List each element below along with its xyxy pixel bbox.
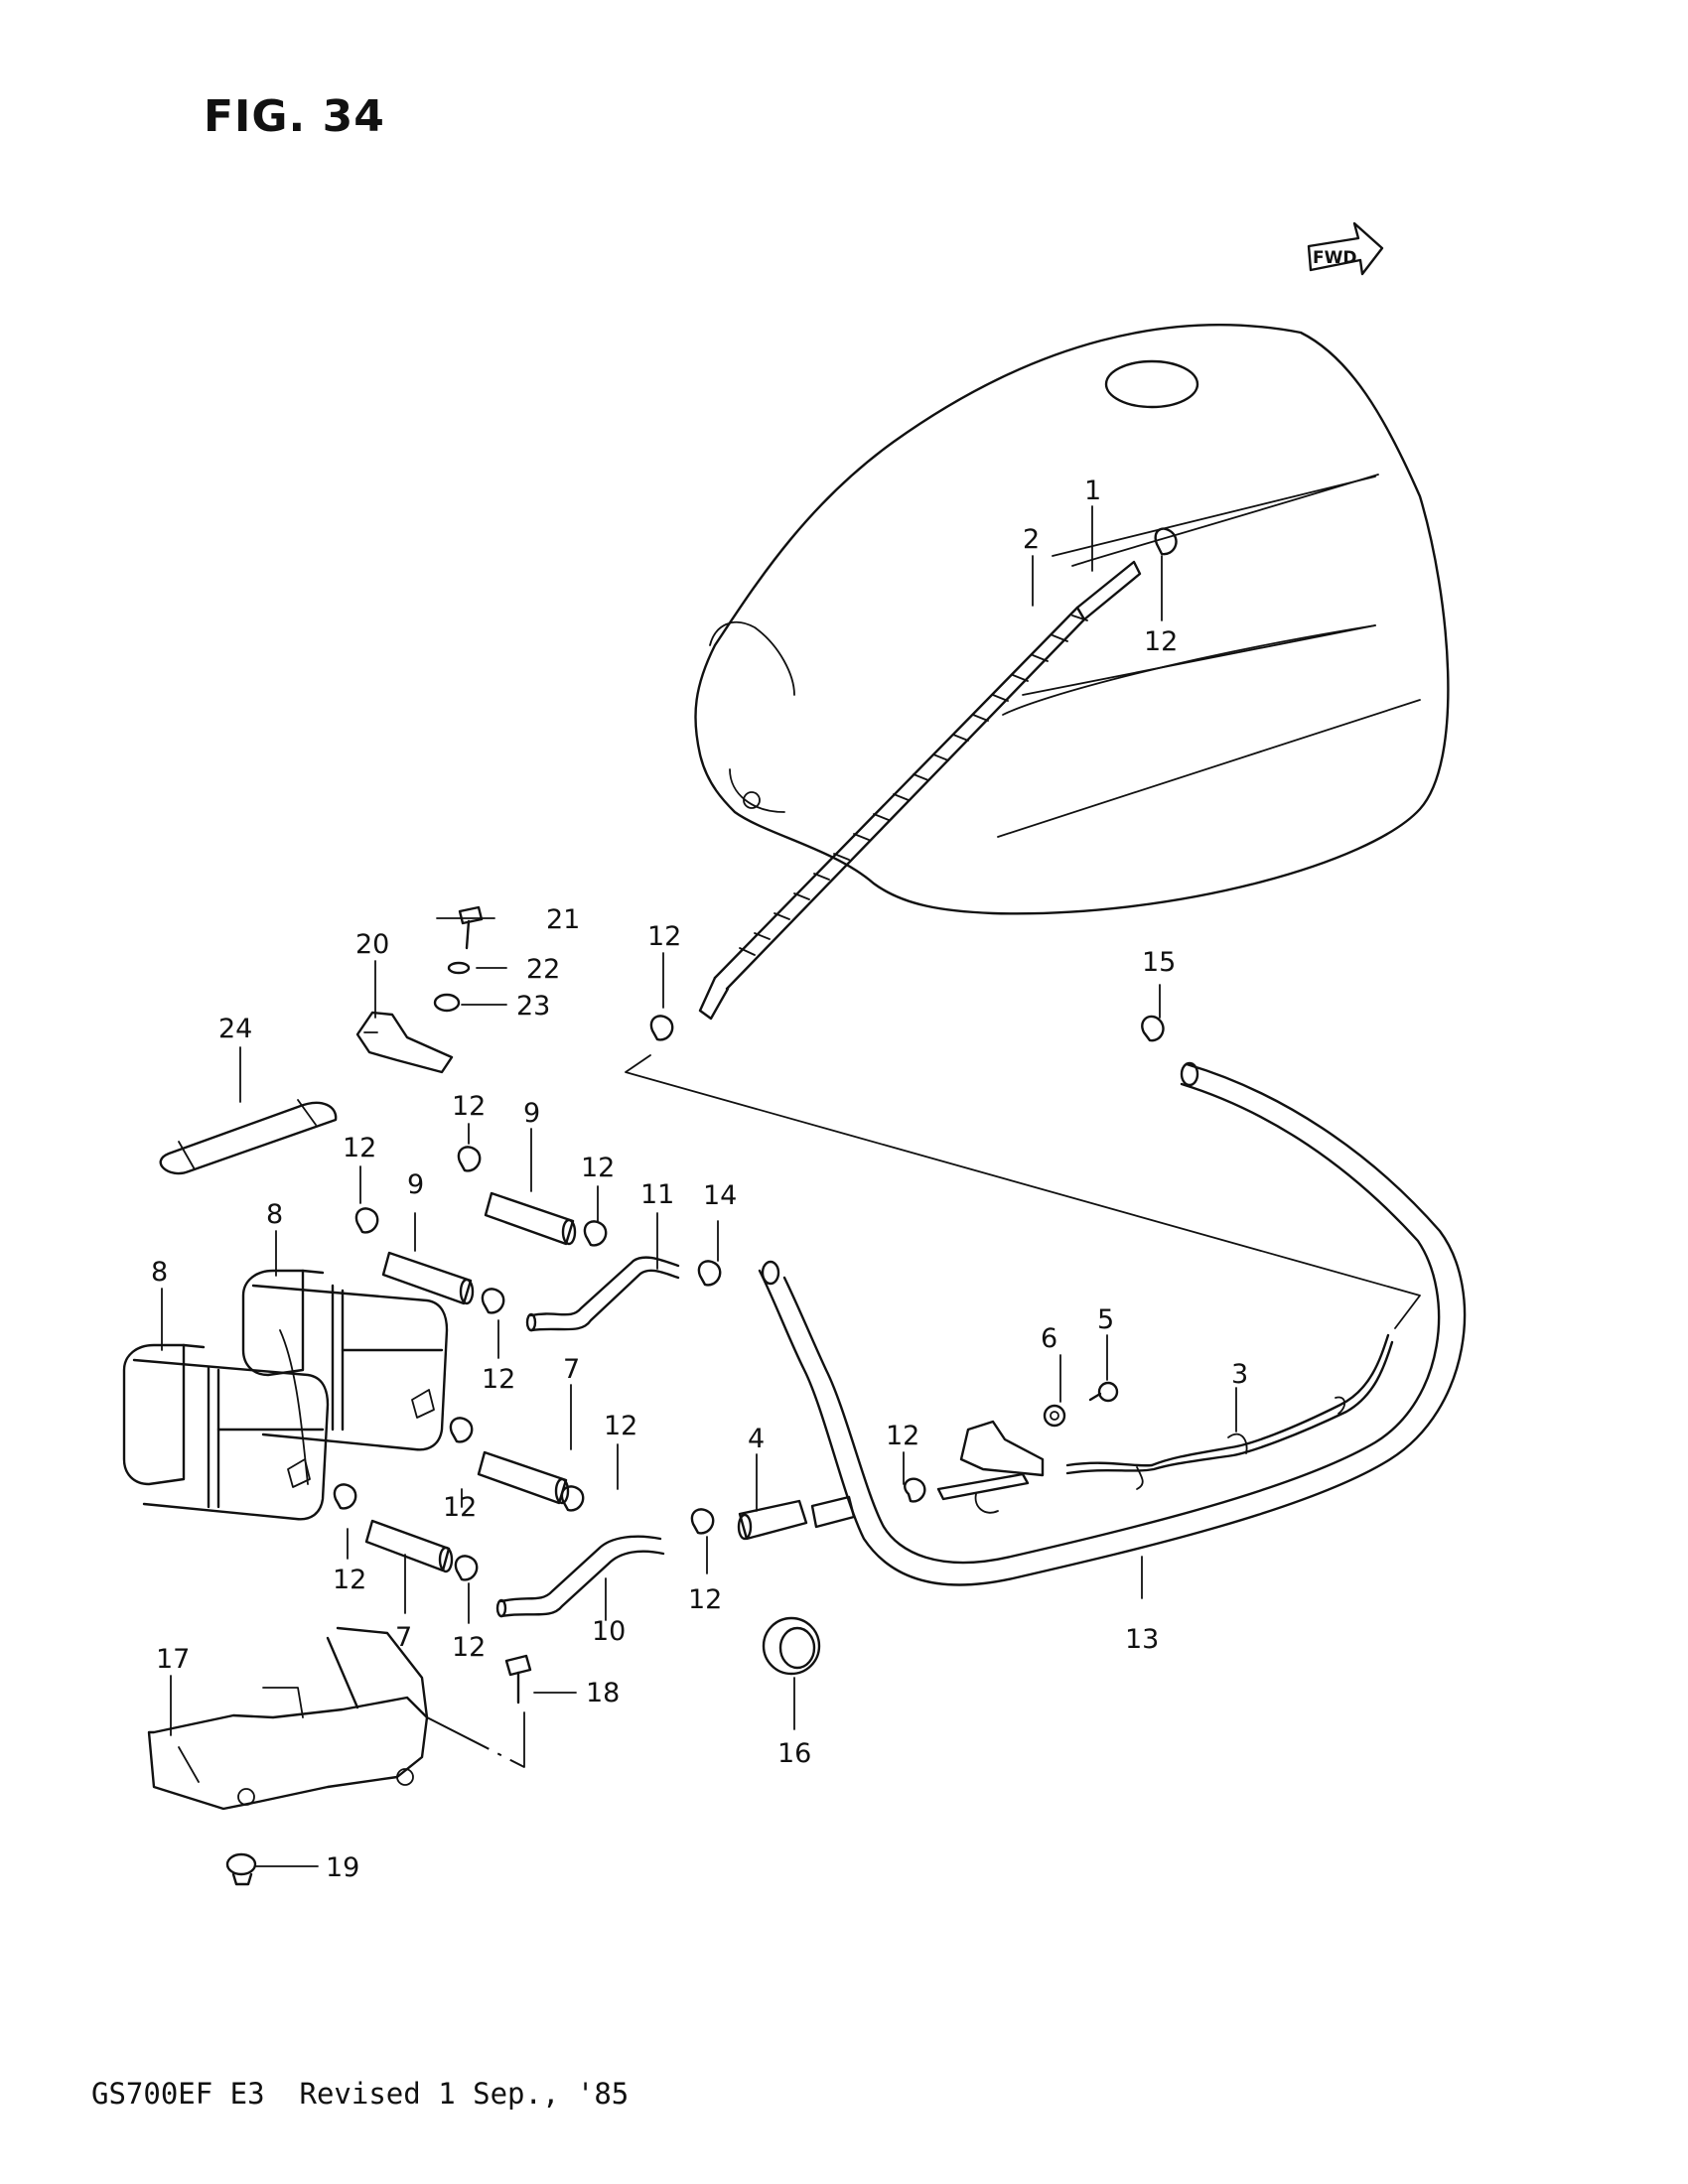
callout-19: 19 (326, 1852, 359, 1883)
callout-18: 18 (586, 1678, 620, 1708)
callout-11: 11 (640, 1179, 674, 1210)
cap-19 (225, 1852, 257, 1886)
hose-7-lower (364, 1519, 454, 1573)
holder-20 (355, 1011, 454, 1074)
fwd-arrow-icon: FWD (1307, 221, 1384, 276)
nut-23 (433, 993, 461, 1013)
clamp-15 (1141, 1015, 1165, 1042)
bolt-18 (504, 1654, 532, 1705)
hose-4 (737, 1495, 856, 1541)
callout-24: 24 (218, 1014, 252, 1044)
pipe-11 (525, 1256, 680, 1332)
callout-14: 14 (703, 1180, 737, 1211)
callout-8-rear: 8 (266, 1199, 283, 1230)
grommet-16 (762, 1616, 821, 1676)
screw-5 (1088, 1381, 1119, 1403)
callout-8-front: 8 (151, 1257, 168, 1288)
clamp-12-right (904, 1477, 926, 1503)
hose-13 (758, 1061, 1467, 1586)
vent-pipe-3 (1065, 1333, 1394, 1490)
callout-labels: 1 2 3 4 5 6 7 7 8 8 9 9 10 11 12 12 12 1… (151, 476, 1248, 1883)
canister-8-rear (241, 1269, 449, 1451)
hose-9-lower (381, 1251, 475, 1305)
hose-7-upper (477, 1450, 570, 1505)
callout-22: 22 (526, 954, 560, 985)
callout-15: 15 (1142, 947, 1176, 978)
callout-9-upper: 9 (523, 1098, 540, 1129)
callout-23: 23 (516, 991, 550, 1022)
callout-10: 10 (592, 1616, 626, 1647)
callout-12-g: 12 (333, 1565, 366, 1595)
callout-12-tank: 12 (1144, 626, 1178, 657)
callout-7-upper: 7 (563, 1354, 580, 1385)
callout-12-e: 12 (604, 1411, 637, 1441)
callout-12-d: 12 (482, 1364, 515, 1395)
hose-protector-2 (698, 606, 1088, 1021)
callout-6: 6 (1041, 1323, 1057, 1354)
clamps-12-left (333, 1015, 674, 1581)
callout-12-a: 12 (452, 1091, 486, 1122)
clamp-12-top (1154, 527, 1178, 556)
callout-5: 5 (1097, 1304, 1114, 1335)
callout-4: 4 (748, 1424, 765, 1454)
callout-16: 16 (777, 1738, 811, 1769)
callout-12-b: 12 (343, 1133, 376, 1163)
washer-22 (447, 961, 471, 975)
canister-8-front (122, 1329, 330, 1521)
callout-12-h: 12 (452, 1632, 486, 1663)
clamp-12-pipe10 (690, 1508, 715, 1535)
fuel-tank (694, 324, 1450, 915)
callout-17: 17 (156, 1644, 190, 1675)
pipe-10 (495, 1535, 665, 1618)
strap-24 (159, 1099, 338, 1175)
revision-footer: GS700EF E3 Revised 1 Sep., '85 (91, 2077, 630, 2111)
canister-bracket-17 (147, 1626, 429, 1811)
callout-3: 3 (1231, 1359, 1248, 1390)
callout-12-j: 12 (886, 1421, 919, 1451)
leader-lines (161, 505, 1237, 1867)
callout-2: 2 (1023, 524, 1040, 555)
clamp-14 (697, 1260, 722, 1287)
callout-12-hose2: 12 (647, 921, 681, 952)
bracket-fitting (936, 1420, 1045, 1514)
figure-title: FIG. 34 (204, 91, 385, 142)
callout-7-lower: 7 (395, 1622, 412, 1653)
callout-12-i: 12 (688, 1584, 722, 1615)
callout-1: 1 (1084, 476, 1101, 506)
callout-12-f: 12 (443, 1492, 477, 1523)
callout-21: 21 (546, 904, 580, 935)
nut-6 (1043, 1404, 1066, 1428)
breather-hose-1 (1075, 560, 1142, 621)
callout-13: 13 (1125, 1624, 1159, 1655)
hose-9-upper (484, 1191, 577, 1246)
bolt-21 (458, 905, 484, 950)
fwd-label: FWD (1313, 248, 1356, 268)
callout-12-c: 12 (581, 1153, 615, 1183)
callout-20: 20 (355, 929, 389, 960)
callout-9-lower: 9 (407, 1169, 424, 1200)
